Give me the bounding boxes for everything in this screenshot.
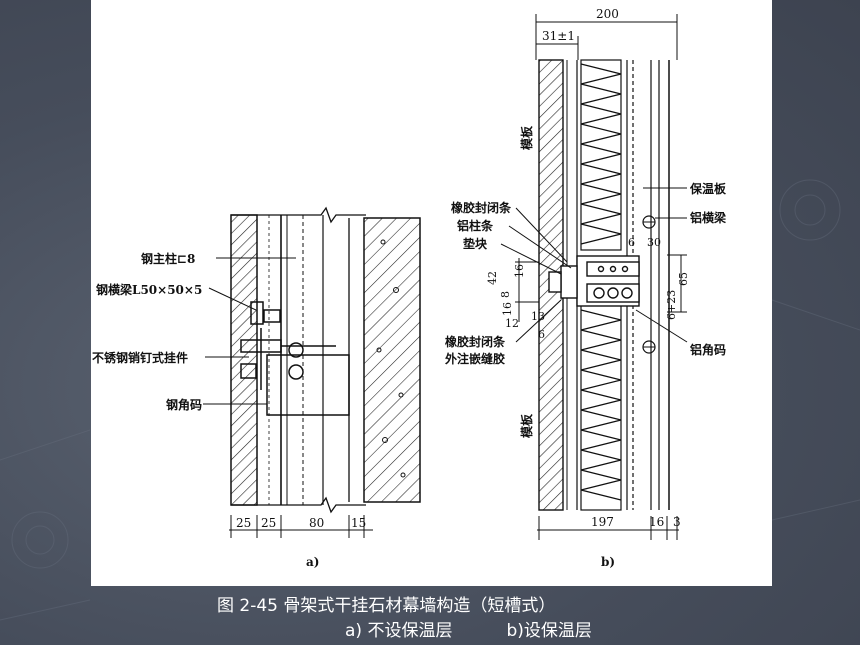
figure-subcaption: a) 不设保温层 b)设保温层 [345,616,685,641]
figure-caption: 图 2-45 骨架式干挂石材幕墙构造（短槽式） [217,596,556,616]
label-pad-block: 垫块 [463,236,488,251]
label-sealant: 外注嵌缝胶 [445,351,505,366]
figure-panel: 钢主柱⊏8 钢横梁L50×50×5 不锈钢销钉式挂件 钢角码 25 25 80 … [91,0,772,586]
label-main-column: 钢主柱⊏8 [141,251,195,266]
subcaption-a: a) 不设保温层 [345,621,453,641]
label-rubber-seal-top: 橡胶封闭条 [451,200,512,215]
label-al-column-strip: 铝柱条 [457,218,494,233]
label-insulation-board: 保温板 [689,181,727,196]
dim-b-31: 31±1 [542,29,575,43]
dim-b-12: 12 [505,317,519,330]
dim-a-25-2: 25 [261,516,276,530]
panel-a: 钢主柱⊏8 钢横梁L50×50×5 不锈钢销钉式挂件 钢角码 25 25 80 … [92,206,421,569]
subcaption-b: b)设保温层 [506,621,592,641]
insulation-lower [580,309,622,501]
dim-b-197: 197 [591,515,614,529]
dim-b-3: 3 [673,515,681,529]
dim-b-200: 200 [596,7,619,21]
construction-drawing: 钢主柱⊏8 钢横梁L50×50×5 不锈钢销钉式挂件 钢角码 25 25 80 … [92,7,727,569]
stone-cladding-a [230,214,258,506]
concrete-wall-a [363,217,421,503]
dim-b-6b: 6 [628,236,635,249]
label-al-cross-beam: 铝横梁 [690,210,726,225]
dim-a-25-1: 25 [236,516,251,530]
label-cross-beam: 钢横梁L50×50×5 [96,282,202,297]
label-angle: 钢角码 [166,397,202,412]
label-rubber-seal-bottom: 橡胶封闭条 [445,334,506,349]
dim-b-16c: 16 [649,515,664,529]
panel-a-tag: a) [306,555,319,569]
dim-a-15: 15 [351,516,366,530]
dim-a-80: 80 [309,516,324,530]
bracket-assembly-a [240,301,350,416]
panel-b: 200 31±1 [445,7,727,569]
dim-b-6-23: 6+23 [665,290,678,320]
label-formwork-top: 模板 [519,125,534,150]
dim-b-42: 42 [486,271,499,285]
label-al-angle: 铝角码 [690,342,726,357]
dim-b-6a: 6 [538,328,545,341]
panel-b-tag: b) [601,555,615,569]
label-hanger: 不锈钢销钉式挂件 [92,350,188,365]
dim-b-30: 30 [647,236,661,249]
dim-b-13: 13 [531,310,545,323]
dim-b-16b: 16 [501,302,514,316]
insulation-upper [580,63,622,245]
joint-hardware-b [548,255,640,307]
dim-b-65: 65 [677,272,690,286]
label-formwork-bottom: 模板 [519,413,534,438]
dim-b-8: 8 [499,291,512,298]
